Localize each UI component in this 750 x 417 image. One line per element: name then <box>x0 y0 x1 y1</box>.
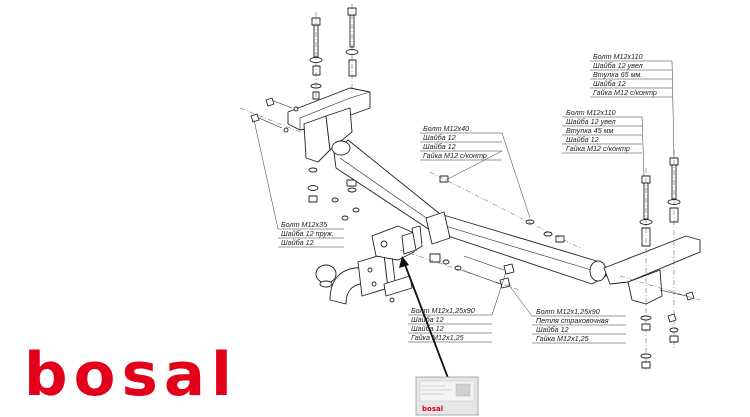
cross-beam <box>331 139 607 285</box>
callout-top-right-bracket: Болт M12x110 Шайба 12 увел Втулка 65 мм.… <box>590 52 675 159</box>
callout-line: Болт M12x110 <box>566 108 616 117</box>
callout-line: Болт M12x35 <box>281 220 328 229</box>
pointer-arrow <box>399 256 449 379</box>
callout-line: Шайба 12 <box>593 79 626 88</box>
callout-line: Гайка M12 с/контр <box>566 144 630 153</box>
plate-logo: bosal <box>422 405 443 413</box>
callout-line: Петля страховочная <box>536 316 609 325</box>
callout-line: Шайба 12 <box>411 315 444 324</box>
left-bracket-arm <box>303 115 331 163</box>
socket-plate <box>371 225 521 303</box>
callout-line: Гайка M12 с/контр <box>593 88 657 97</box>
callout-line: Втулка 45 мм <box>566 126 613 135</box>
logo-wordmark: bosal <box>24 340 238 410</box>
callout-line: Шайба 12 увел <box>593 61 643 70</box>
callout-ball-plate: Болт M12x1,25x90 Шайба 12 Шайба 12 Гайка… <box>408 271 507 343</box>
callout-line: Шайба 12 <box>566 135 599 144</box>
callout-line: Болт M12x1,25x90 <box>536 307 600 316</box>
callout-right-bracket: Болт M12x110 Шайба 12 увел Втулка 45 мм … <box>562 108 645 177</box>
callout-line: Шайба 12 <box>536 325 569 334</box>
callout-line: Гайка M12 с/контр <box>423 151 487 160</box>
callout-line: Втулка 65 мм. <box>593 70 642 79</box>
center-hardware <box>429 171 581 249</box>
callout-line: Шайба 12 <box>411 324 444 333</box>
right-bracket-plate <box>603 235 701 285</box>
left-bracket-assembly <box>239 4 371 221</box>
callout-line: Гайка M12x1,25 <box>411 333 465 342</box>
callout-line: Болт M12x40 <box>423 124 469 133</box>
callout-line: Болт M12x110 <box>593 52 643 61</box>
bosal-logo: bosal <box>24 340 238 410</box>
ball-mount <box>315 253 397 305</box>
callout-line: Шайба 12 <box>423 133 456 142</box>
callout-line: Гайка M12x1,25 <box>536 334 590 343</box>
callout-line: Шайба 12 <box>423 142 456 151</box>
left-side-bolts <box>239 97 301 133</box>
callout-safety-loop: Болт M12x1,25x90 Петля страховочная Шайб… <box>507 283 626 344</box>
right-bracket-assembly <box>603 150 701 370</box>
callout-beam-center: Болт M12x40 Шайба 12 Шайба 12 Гайка M12 … <box>420 124 531 219</box>
callout-line: Болт M12x1,25x90 <box>411 306 475 315</box>
callout-line: Шайба 12 <box>281 238 314 247</box>
id-plate: bosal <box>415 376 479 416</box>
callout-left-bracket: Болт M12x35 Шайба 12 пруж. Шайба 12 <box>253 119 344 248</box>
callout-line: Шайба 12 пруж. <box>281 229 334 238</box>
callout-line: Шайба 12 увел <box>566 117 616 126</box>
